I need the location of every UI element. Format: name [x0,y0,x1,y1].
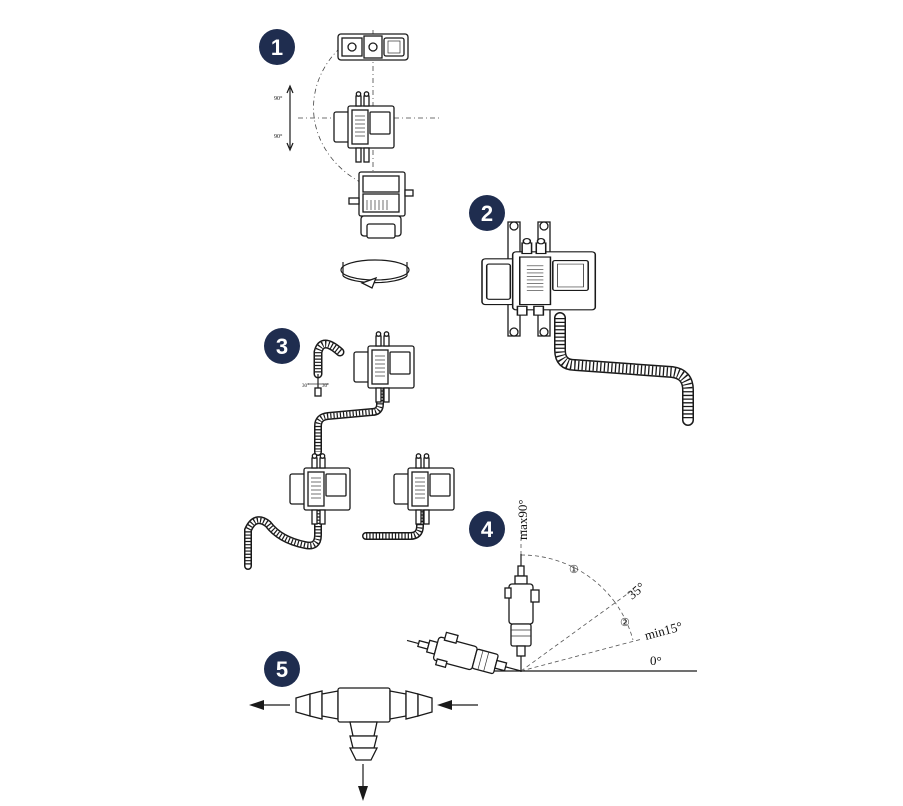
step-1-rotation-illustration: 90° 90° [274,30,440,289]
step-2-circle [469,195,505,231]
zone-2-label: ② [620,617,630,629]
arrow-right-icon [437,700,478,710]
step-4-angle-diagram: max90° 35° min15° 0° ① ② [402,499,697,688]
elbow-pipe: 30° 30° [302,339,345,397]
step-1-number: 1 [271,35,283,60]
zone-1-label: ① [569,564,579,576]
step-3-number: 3 [276,334,288,359]
rotation-arc [313,47,361,183]
pump-unit-lower [348,171,414,239]
step-5-number: 5 [276,657,288,682]
pump-unit-top-view [337,33,409,61]
step-5-circle [264,651,300,687]
angle-min-label: min15° [643,618,684,642]
step-2-badge: 2 [469,195,505,231]
step-5-badge: 5 [264,651,300,687]
step-1-badge: 1 [259,29,295,65]
pump-unit-middle [333,91,395,163]
step-5-t-connector [249,687,478,801]
step-2-number: 2 [481,201,493,226]
tilt-label-right: 30° [322,384,329,389]
step-1-circle [259,29,295,65]
angle-label-bottom: 90° [274,133,283,140]
rotate-arrow-icon [340,259,410,289]
angle-max-label: max90° [515,499,530,540]
dose-pump-vertical [504,553,540,673]
step-3-circle [264,328,300,364]
tilt-label-left: 30° [302,384,309,389]
arc-zone-2 [613,600,634,641]
angle-label-top: 90° [274,95,283,102]
arrow-left-icon [249,700,290,710]
step-3-hose-routing: 30° 30° [244,331,455,570]
angle-35-label: 35° [624,579,648,602]
step-2-mounted-pump [481,221,694,426]
angle-zero-label: 0° [650,653,662,668]
step-4-badge: 4 [469,511,505,547]
step-3-badge: 3 [264,328,300,364]
dose-pump-tilted [402,622,527,688]
axis-35 [520,591,631,672]
arrow-down-icon [358,764,368,801]
step-4-number: 4 [481,517,494,542]
step-4-circle [469,511,505,547]
axis-min15 [520,638,643,672]
